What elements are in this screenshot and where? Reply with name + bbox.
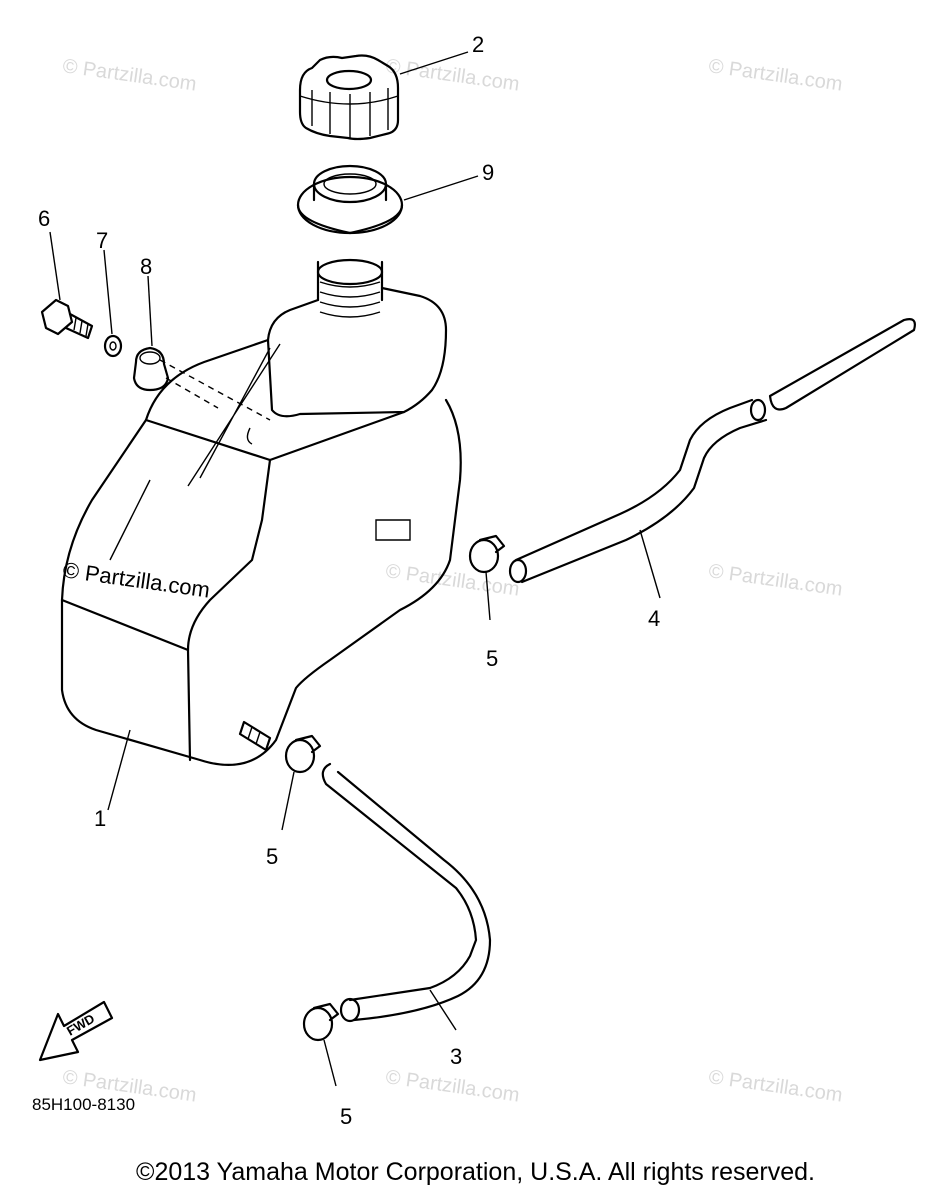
part-hose-clamp [468,534,506,621]
watermark: © Partzilla.com [384,560,521,601]
part-breather-hose [508,318,916,599]
part-bolt [40,298,94,340]
watermark-dark: © Partzilla.com [61,557,211,602]
fwd-arrow-icon: FWD [38,1000,114,1062]
watermark-layer: © Partzilla.com © Partzilla.com © Partzi… [61,55,844,1107]
part-washer [103,334,123,358]
watermark: © Partzilla.com [707,560,844,601]
callout-7: 7 [96,228,108,253]
callout-8: 8 [140,254,152,279]
diagram-code: 85H100-8130 [32,1095,135,1114]
callout-2: 2 [472,32,484,57]
part-hose-clamp [281,734,322,831]
copyright-notice: ©2013 Yamaha Motor Corporation, U.S.A. A… [136,1158,815,1186]
callout-1: 1 [94,806,106,831]
part-grommet [132,346,219,409]
part-fuel-hose [321,762,492,1031]
watermark: © Partzilla.com [707,55,844,96]
callout-5: 5 [486,646,498,671]
part-hose-clamp [302,1002,340,1087]
watermark: © Partzilla.com [61,55,198,96]
callout-6: 6 [38,206,50,231]
callout-5: 5 [340,1104,352,1129]
callout-9: 9 [482,160,494,185]
callout-5: 5 [266,844,278,869]
callout-labels: 2 9 6 7 8 4 5 1 5 3 5 [38,32,660,1129]
part-fuel-tank [60,258,462,767]
leader-lines [49,51,479,811]
watermark: © Partzilla.com [384,55,521,96]
part-fuel-cap [298,54,400,141]
watermark: © Partzilla.com [384,1066,521,1107]
part-filler-neck-gasket [296,164,404,235]
callout-3: 3 [450,1044,462,1069]
tank-outlet-fitting [238,720,272,752]
watermark: © Partzilla.com [707,1066,844,1107]
callout-4: 4 [648,606,660,631]
